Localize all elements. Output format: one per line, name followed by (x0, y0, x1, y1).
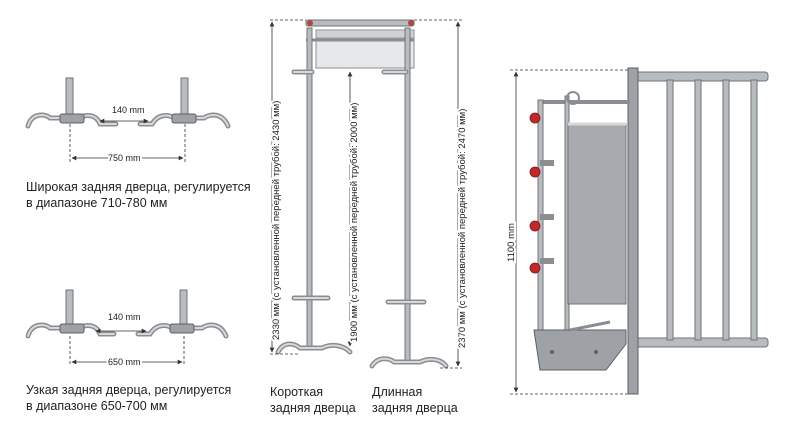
short-gate-inner-label: 1900 мм (с установленной передней трубой… (349, 103, 360, 342)
wide-gate-drawing: 140 mm 750 mm Широкая задняя дверца, рег… (25, 77, 251, 210)
side-view-drawing: 1100 mm (504, 67, 769, 395)
front-view-drawing: 2330 мм (с установленной передней трубой… (269, 19, 470, 415)
long-gate-caption-line2: задняя дверца (372, 401, 458, 415)
wide-gate-caption-line2: в диапазоне 710-780 мм (26, 196, 167, 210)
narrow-gate-inner-dimension: 140 mm (108, 312, 141, 322)
short-gate-caption-line1: Короткая (270, 385, 323, 399)
short-gate-height-label: 2330 мм (с установленной передней трубой… (271, 101, 282, 340)
narrow-gate-caption-line2: в диапазоне 650-700 мм (26, 399, 167, 413)
gate-panel (567, 123, 627, 305)
short-gate-post (306, 27, 313, 351)
wide-gate-left-bracket (25, 77, 119, 129)
wide-gate-inner-dimension: 140 mm (112, 105, 145, 115)
wide-gate-right-bracket (137, 77, 231, 129)
narrow-gate-right-bracket (135, 289, 229, 339)
narrow-gate-left-bracket (25, 289, 117, 339)
top-rail (305, 19, 415, 27)
gate-base-housing (533, 329, 627, 371)
narrow-gate-drawing: 140 mm 650 mm Узкая задняя дверца, регул… (25, 289, 231, 413)
long-gate-height-label: 2370 мм (с установленной передней трубой… (457, 109, 468, 348)
narrow-gate-outer-dimension: 650 mm (108, 357, 141, 367)
wide-gate-outer-dimension: 750 mm (108, 153, 141, 163)
narrow-gate-caption-line1: Узкая задняя дверца, регулируется (26, 383, 231, 397)
side-view-height-label: 1100 mm (506, 223, 517, 262)
short-gate-caption-line2: задняя дверца (270, 401, 356, 415)
long-gate-post (404, 27, 411, 365)
long-gate-caption-line1: Длинная (372, 385, 422, 399)
wide-gate-caption-line1: Широкая задняя дверца, регулируется (26, 180, 251, 194)
main-post (627, 67, 639, 395)
